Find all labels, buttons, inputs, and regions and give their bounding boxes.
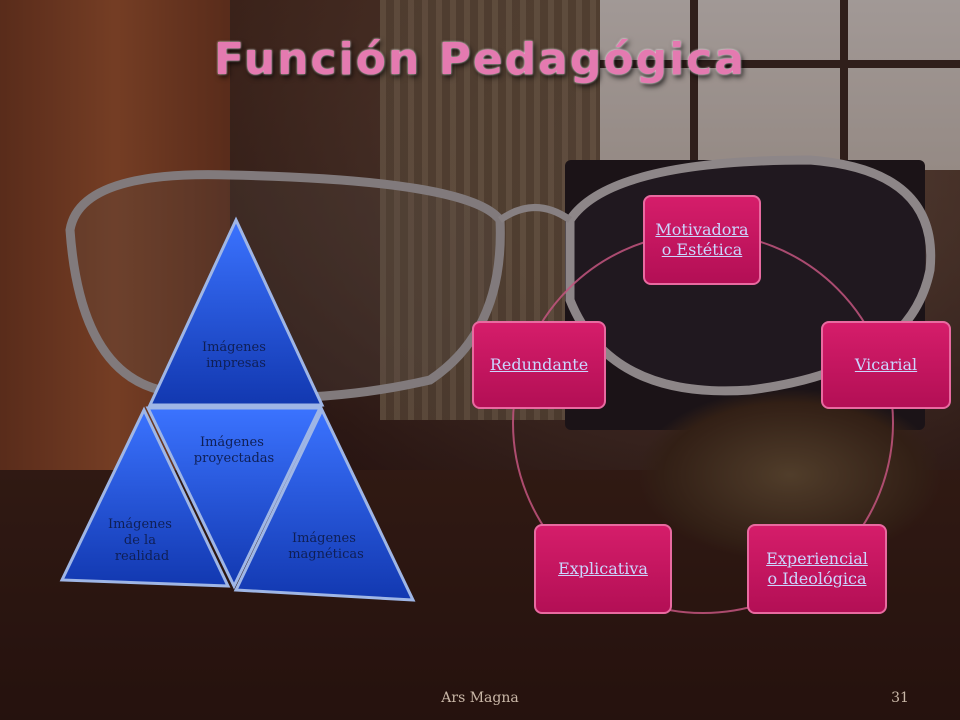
triangle-right-label-line-2: magnéticas [288,547,364,562]
triangle-top: Imágenes impresas [147,216,325,407]
footer-text: Ars Magna [441,690,519,706]
page-number: 31 [891,690,909,706]
triangle-right-label-line-1: Imágenes [292,531,356,546]
cycle-node-experiencial-line-2: o Ideológica [767,569,867,588]
cycle-node-explicativa-link[interactable]: Explicativa [558,559,648,578]
cycle-node-vicarial[interactable]: Vicarial [821,321,951,409]
cycle-node-motivadora-link[interactable]: Motivadora o Estética [655,220,748,260]
triangle-middle: Imágenes proyectadas [145,406,323,590]
cycle-node-redundante[interactable]: Redundante [472,321,606,409]
cycle-diagram: Motivadora o Estética Vicarial Experienc… [460,180,960,620]
triangle-right: Imágenes magnéticas [233,406,416,602]
cycle-node-explicativa[interactable]: Explicativa [534,524,672,614]
cycle-node-experiencial-line-1: Experiencial [766,549,868,568]
triangle-left-label-line-2: de la [124,533,156,548]
svg-text:Imágenes magnéticas: Imágenes magnéticas [288,531,364,562]
svg-text:Imágenes impresas: Imágenes impresas [202,340,270,371]
triangle-left-label-line-1: Imágenes [108,517,172,532]
triangle-middle-label-line-1: Imágenes [200,435,264,450]
triangle-top-label-line-2: impresas [206,356,266,371]
cycle-node-vicarial-link[interactable]: Vicarial [854,355,918,374]
cycle-node-experiencial-link[interactable]: Experiencial o Ideológica [766,549,868,589]
cycle-node-motivadora-line-1: Motivadora [655,220,749,239]
cycle-node-motivadora-line-2: o Estética [661,240,743,259]
triangle-left-label-line-3: realidad [115,549,169,564]
pyramid-diagram: Imágenes impresas Imágenes proyectadas I… [59,216,416,602]
triangle-top-label-line-1: Imágenes [202,340,266,355]
slide-title: Función Pedagógica [214,34,746,85]
svg-text:Imágenes de la: Imágenes de la realidad [108,517,176,564]
cycle-node-experiencial[interactable]: Experiencial o Ideológica [747,524,887,614]
cycle-node-motivadora[interactable]: Motivadora o Estética [643,195,761,285]
triangle-left: Imágenes de la realidad [59,406,231,588]
cycle-node-redundante-link[interactable]: Redundante [489,355,589,374]
triangle-middle-label-line-2: proyectadas [194,451,274,466]
svg-text:Imágenes proyectadas: Imágenes proyectadas [194,435,274,466]
background-window [600,0,960,170]
